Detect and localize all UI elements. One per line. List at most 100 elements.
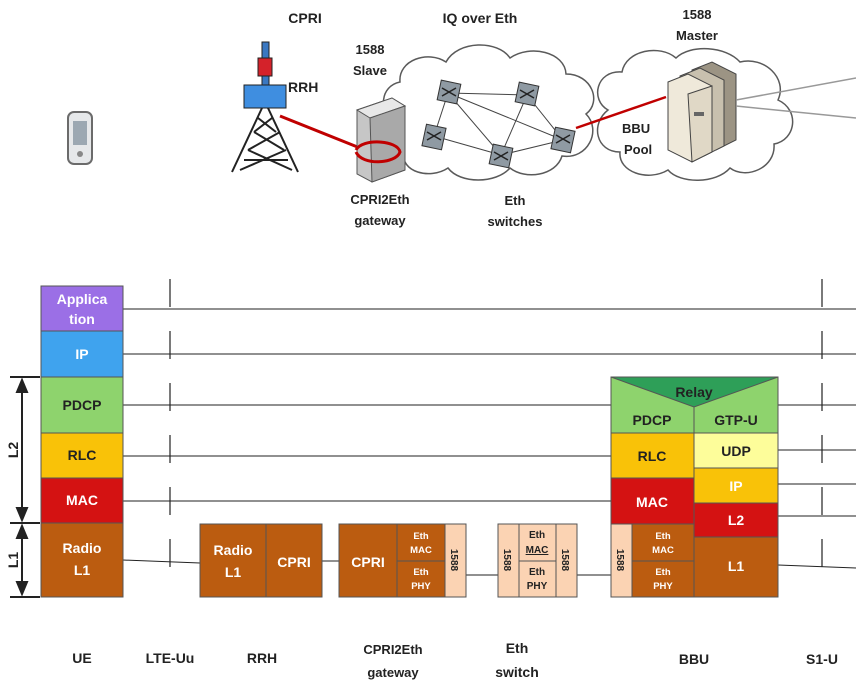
layer-lines	[122, 308, 856, 576]
gateway-1588-block	[444, 523, 467, 598]
eth-bbu-link	[575, 95, 667, 130]
lte-uu-caption: LTE-Uu	[146, 650, 195, 666]
bracket-l2-label: L2	[5, 442, 21, 459]
layer-bracket	[10, 376, 40, 598]
bbu-uplink-1	[735, 77, 856, 101]
ue-rlc-layer	[40, 432, 124, 479]
bbu-eth-mac-label: MAC	[652, 545, 674, 556]
ue-l1-label: L1	[74, 562, 91, 578]
gateway-mac-label: MAC	[410, 545, 432, 556]
gateway-label-1: CPRI2Eth	[350, 192, 409, 207]
bbu-pool-label-2: Pool	[624, 142, 652, 157]
bbu-mac-label: MAC	[636, 494, 668, 510]
ue-ip-layer	[40, 330, 124, 378]
bbu-rlc-block	[610, 432, 695, 479]
ue-application-layer	[40, 285, 124, 332]
gateway-1588-label: 1588	[448, 549, 459, 572]
gateway-eth2-label: Eth	[413, 567, 429, 578]
bbu-udp-label: UDP	[721, 443, 751, 459]
bbu-1588-label: 1588	[614, 549, 625, 572]
rrh-radio-l1-block	[199, 523, 267, 598]
ue-rlc-label: RLC	[68, 447, 97, 463]
bbu-eth-label: Eth	[655, 531, 671, 542]
switch-mac-label: MAC	[526, 545, 549, 556]
bbu-l1-label: L1	[728, 558, 745, 574]
cpri-title: CPRI	[288, 10, 321, 26]
bracket-l1-label: L1	[5, 552, 21, 569]
ue-ip-label: IP	[75, 346, 88, 362]
gateway-eth-label: Eth	[413, 531, 429, 542]
ue-phone-icon	[67, 111, 93, 165]
master-1588-label: 1588	[683, 7, 712, 22]
bbu-udp-block	[693, 432, 779, 469]
switch-stack: 1588 1588 Eth MAC Eth PHY	[497, 523, 578, 598]
gateway-cpri-label: CPRI	[351, 554, 384, 570]
bbu-server-icon	[667, 61, 737, 163]
eth-switch-icon-3	[421, 123, 447, 151]
eth-switch-icon-5	[550, 126, 576, 154]
s1u-caption: S1-U	[806, 651, 838, 667]
rrh-radio-unit-icon	[257, 57, 273, 77]
master-label: Master	[676, 28, 718, 43]
gateway-phy-label: PHY	[411, 581, 431, 592]
bbu-ip-label: IP	[729, 478, 742, 494]
ue-stack: Applica tion IP PDCP RLC MAC Radio L1	[40, 285, 124, 598]
bbu-stack: Relay PDCP GTP-U RLC MAC 1588 Eth MAC Et…	[610, 376, 779, 598]
bbu-eth-phy-block	[631, 560, 695, 598]
rrh-cpri-label: CPRI	[277, 554, 310, 570]
rrh-l1-label: L1	[225, 564, 242, 580]
ue-radio-label: Radio	[63, 540, 102, 556]
bbu-caption: BBU	[679, 651, 709, 667]
bbu-pdcp-label: PDCP	[633, 412, 672, 428]
gateway-stack: CPRI Eth MAC Eth PHY 1588	[338, 523, 467, 598]
ue-l1-layer	[40, 522, 124, 598]
bbu-mac-block	[610, 477, 695, 525]
rrh-stack: Radio L1 CPRI	[199, 523, 323, 598]
switches-label-1: Eth	[505, 193, 526, 208]
bbu-gtpu-label: GTP-U	[714, 412, 758, 428]
eth-switch-icon-2	[514, 81, 540, 107]
bbu-eth-phy-label: PHY	[653, 581, 673, 592]
ue-application-label-2: tion	[69, 311, 95, 327]
rrh-tower-icon	[231, 107, 299, 173]
bbu-relay-triangle	[610, 376, 779, 408]
gateway-caption-2: gateway	[367, 665, 419, 680]
ue-caption: UE	[72, 650, 91, 666]
eth-cloud-icon	[382, 44, 595, 181]
eth-switch-icon-1	[436, 79, 462, 105]
gateway-label-2: gateway	[354, 213, 406, 228]
switch-caption-2: switch	[495, 664, 539, 680]
gateway-caption-1: CPRI2Eth	[363, 642, 422, 657]
switches-label-2: switches	[488, 214, 543, 229]
slave-label: Slave	[353, 63, 387, 78]
gateway-cpri-block	[338, 523, 398, 598]
iq-over-eth-title: IQ over Eth	[443, 10, 518, 26]
ue-application-label-1: Applica	[57, 291, 108, 307]
rrh-label: RRH	[288, 79, 318, 95]
bbu-l2-block	[693, 502, 779, 538]
bbu-l1-block	[693, 536, 779, 598]
rrh-head-icon	[243, 84, 287, 109]
rrh-caption: RRH	[247, 650, 277, 666]
bbu-uplink-2	[735, 105, 856, 119]
cpri-link	[279, 114, 361, 150]
bbu-eth2-label: Eth	[655, 567, 671, 578]
eth-switch-icon-4	[488, 143, 514, 169]
switch-caption-1: Eth	[506, 640, 529, 656]
rrh-radio-label: Radio	[214, 542, 253, 558]
ue-pdcp-label: PDCP	[63, 397, 102, 413]
switch-eth-label: Eth	[529, 530, 545, 541]
switch-1588-left-label: 1588	[501, 549, 512, 572]
ue-pdcp-layer	[40, 376, 124, 434]
slave-1588-label: 1588	[356, 42, 385, 57]
bbu-rlc-label: RLC	[638, 448, 667, 464]
gateway-server-icon	[354, 97, 407, 183]
bbu-l2-label: L2	[728, 512, 745, 528]
bbu-ip-block	[693, 467, 779, 504]
switch-phy-label: PHY	[527, 581, 548, 592]
rrh-cpri-block	[265, 523, 323, 598]
switch-1588-right-label: 1588	[559, 549, 570, 572]
bbu-pool-label-1: BBU	[622, 121, 650, 136]
gateway-eth-phy-block	[396, 560, 446, 598]
